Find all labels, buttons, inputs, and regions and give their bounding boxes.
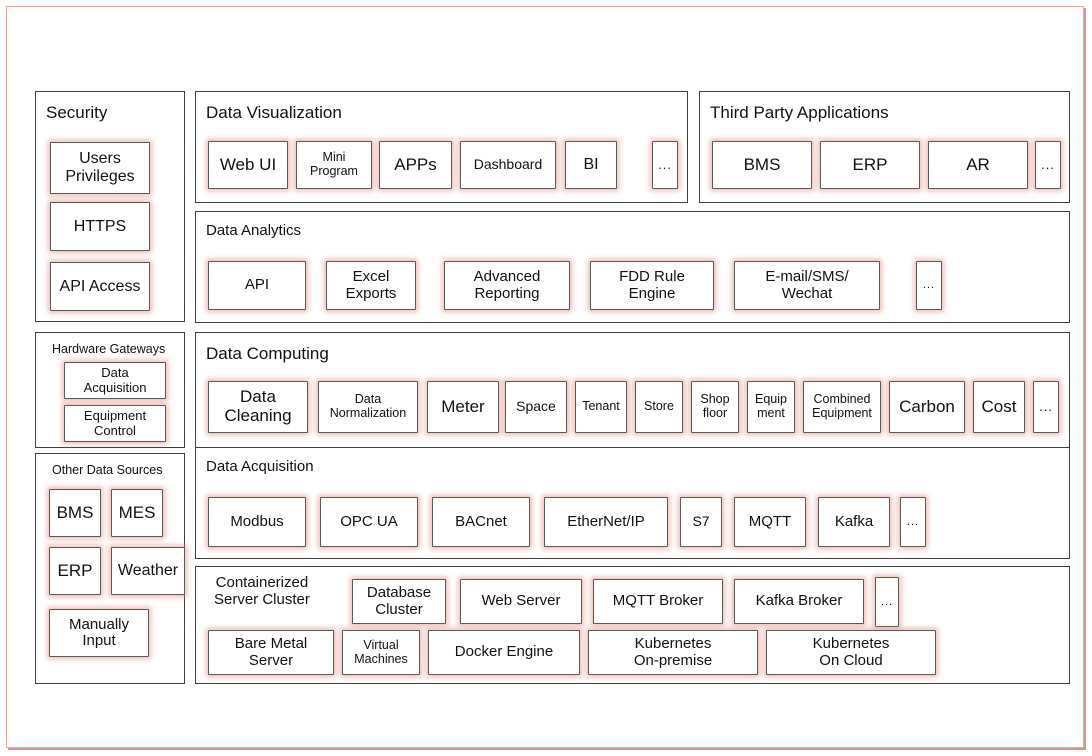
data-acquisition-item-ethernet-ip[interactable]: EtherNet/IP	[544, 497, 668, 547]
data-computing-item-meter[interactable]: Meter	[427, 381, 499, 433]
data-computing-item-data-normalization[interactable]: Data Normalization	[318, 381, 418, 433]
containerized-item-kubernetes-on-premise[interactable]: Kubernetes On-premise	[588, 630, 758, 675]
containerized-item-docker-engine[interactable]: Docker Engine	[428, 630, 580, 675]
containerized-item-virtual-machines[interactable]: Virtual Machines	[342, 630, 420, 675]
data-analytics-item-more[interactable]: ...	[916, 261, 942, 310]
data-acquisition-item-s7[interactable]: S7	[680, 497, 722, 547]
data-visualization-item-apps[interactable]: APPs	[379, 141, 452, 189]
other-data-sources-item-weather[interactable]: Weather	[111, 547, 185, 595]
panel-hardware-gateways-title: Hardware Gateways	[52, 342, 166, 356]
data-analytics-item-api[interactable]: API	[208, 261, 306, 310]
containerized-item-more[interactable]: ...	[875, 577, 899, 627]
hardware-gateways-item-equipment-control[interactable]: Equipment Control	[64, 405, 166, 442]
panel-data-acquisition: Data Acquisition Modbus OPC UA BACnet Et…	[195, 447, 1070, 559]
containerized-item-kafka-broker[interactable]: Kafka Broker	[734, 579, 864, 624]
data-analytics-item-fdd-rule-engine[interactable]: FDD Rule Engine	[590, 261, 714, 310]
panel-data-visualization: Data Visualization Web UI Mini Program A…	[195, 91, 688, 203]
data-computing-item-space[interactable]: Space	[505, 381, 567, 433]
data-computing-item-data-cleaning[interactable]: Data Cleaning	[208, 381, 308, 433]
hardware-gateways-item-data-acquisition[interactable]: Data Acquisition	[64, 362, 166, 399]
data-acquisition-item-mqtt[interactable]: MQTT	[734, 497, 806, 547]
containerized-item-database-cluster[interactable]: Database Cluster	[352, 579, 446, 624]
panel-data-computing-title: Data Computing	[206, 344, 329, 363]
containerized-item-bare-metal-server[interactable]: Bare Metal Server	[208, 630, 334, 675]
security-item-https[interactable]: HTTPS	[50, 202, 150, 251]
panel-data-visualization-title: Data Visualization	[206, 103, 342, 122]
diagram-canvas: Security Users Privileges HTTPS API Acce…	[6, 6, 1084, 748]
panel-containerized-server-cluster-title: Containerized Server Cluster	[214, 574, 310, 608]
third-party-applications-item-ar[interactable]: AR	[928, 141, 1028, 189]
panel-security: Security Users Privileges HTTPS API Acce…	[35, 91, 185, 322]
data-computing-item-shop-floor[interactable]: Shop floor	[691, 381, 739, 433]
data-acquisition-item-bacnet[interactable]: BACnet	[432, 497, 530, 547]
panel-data-analytics: Data Analytics API Excel Exports Advance…	[195, 211, 1070, 323]
security-item-users-privileges[interactable]: Users Privileges	[50, 142, 150, 194]
data-acquisition-item-modbus[interactable]: Modbus	[208, 497, 306, 547]
data-computing-item-combined-equipment[interactable]: Combined Equipment	[803, 381, 881, 433]
data-computing-item-more[interactable]: ...	[1033, 381, 1059, 433]
other-data-sources-item-erp[interactable]: ERP	[49, 547, 101, 595]
data-visualization-item-dashboard[interactable]: Dashboard	[460, 141, 556, 189]
data-analytics-item-advanced-reporting[interactable]: Advanced Reporting	[444, 261, 570, 310]
panel-data-computing: Data Computing Data Cleaning Data Normal…	[195, 332, 1070, 448]
data-computing-item-carbon[interactable]: Carbon	[889, 381, 965, 433]
panel-third-party-applications: Third Party Applications BMS ERP AR ...	[699, 91, 1070, 203]
data-visualization-item-web-ui[interactable]: Web UI	[208, 141, 288, 189]
containerized-item-kubernetes-on-cloud[interactable]: Kubernetes On Cloud	[766, 630, 936, 675]
panel-data-acquisition-title: Data Acquisition	[206, 458, 314, 475]
panel-other-data-sources-title: Other Data Sources	[52, 463, 163, 477]
data-computing-item-tenant[interactable]: Tenant	[575, 381, 627, 433]
panel-hardware-gateways: Hardware Gateways Data Acquisition Equip…	[35, 332, 185, 448]
data-acquisition-item-kafka[interactable]: Kafka	[818, 497, 890, 547]
panel-data-analytics-title: Data Analytics	[206, 222, 302, 239]
data-visualization-item-more[interactable]: ...	[652, 141, 678, 189]
data-acquisition-item-opc-ua[interactable]: OPC UA	[320, 497, 418, 547]
data-visualization-item-mini-program[interactable]: Mini Program	[296, 141, 372, 189]
other-data-sources-item-bms[interactable]: BMS	[49, 489, 101, 537]
third-party-applications-item-bms[interactable]: BMS	[712, 141, 812, 189]
panel-other-data-sources: Other Data Sources BMS MES ERP Weather M…	[35, 453, 185, 684]
data-analytics-item-email-sms-wechat[interactable]: E-mail/SMS/ Wechat	[734, 261, 880, 310]
security-item-api-access[interactable]: API Access	[50, 262, 150, 311]
other-data-sources-item-mes[interactable]: MES	[111, 489, 163, 537]
other-data-sources-item-manually-input[interactable]: Manually Input	[49, 609, 149, 657]
third-party-applications-item-more[interactable]: ...	[1035, 141, 1061, 189]
panel-third-party-applications-title: Third Party Applications	[710, 103, 889, 122]
data-computing-item-equipment[interactable]: Equip ment	[747, 381, 795, 433]
data-visualization-item-bi[interactable]: BI	[565, 141, 617, 189]
data-acquisition-item-more[interactable]: ...	[900, 497, 926, 547]
containerized-item-web-server[interactable]: Web Server	[460, 579, 582, 624]
panel-containerized-server-cluster: Containerized Server Cluster Database Cl…	[195, 566, 1070, 684]
panel-security-title: Security	[46, 103, 108, 122]
data-analytics-item-excel-exports[interactable]: Excel Exports	[326, 261, 416, 310]
containerized-item-mqtt-broker[interactable]: MQTT Broker	[593, 579, 723, 624]
data-computing-item-store[interactable]: Store	[635, 381, 683, 433]
data-computing-item-cost[interactable]: Cost	[973, 381, 1025, 433]
third-party-applications-item-erp[interactable]: ERP	[820, 141, 920, 189]
